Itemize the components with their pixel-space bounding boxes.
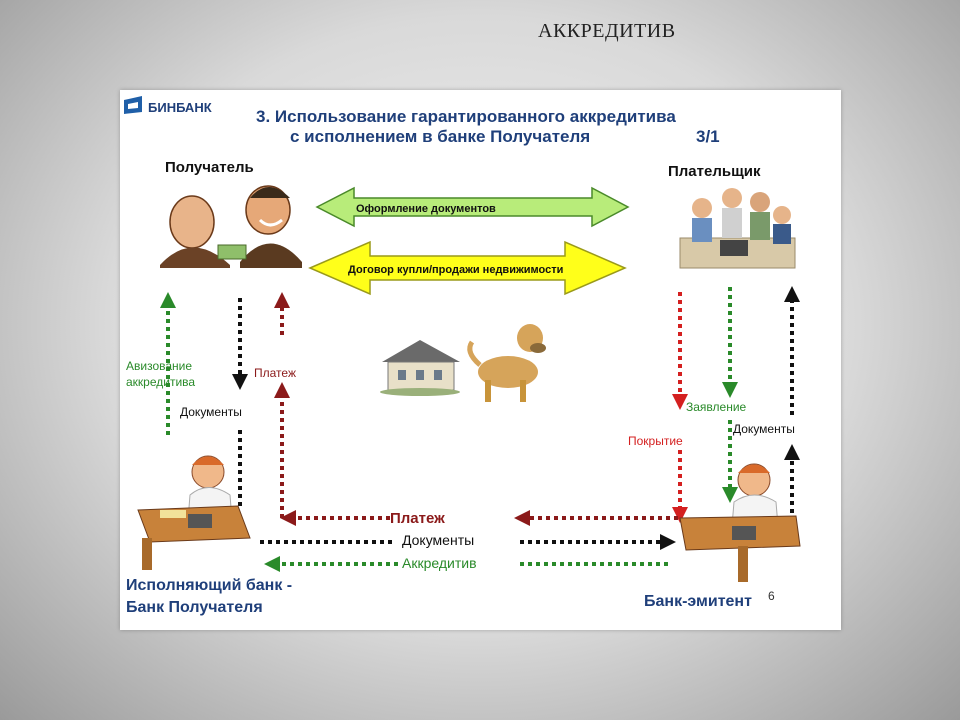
- slide-heading-line1: 3. Использование гарантированного аккред…: [256, 107, 676, 126]
- slide-heading-line2: с исполнением в банке Получателя: [290, 127, 590, 146]
- arrow-contract-label: Договор купли/продажи недвижимости: [348, 264, 563, 276]
- receiver-people-illustration: [160, 185, 302, 268]
- left-bank-label-line1: Исполняющий банк -: [126, 577, 292, 594]
- label-middle-akkreditiv: Аккредитив: [402, 555, 477, 571]
- label-left-platezh: Платеж: [254, 366, 296, 380]
- slide-heading-number: 3/1: [696, 127, 720, 146]
- page-number: 6: [768, 589, 775, 603]
- logo-icon: [124, 96, 142, 114]
- label-right-dokumenty: Документы: [733, 422, 795, 436]
- slide: БИНБАНК 3. Использование гарантированног…: [120, 90, 841, 630]
- left-bank-clerk-illustration: [137, 455, 251, 570]
- label-pokrytie: Покрытие: [628, 434, 683, 448]
- logo-text: БИНБАНК: [148, 100, 212, 115]
- page-title: АККРЕДИТИВ: [538, 20, 676, 42]
- left-bank-label-line2: Банк Получателя: [126, 599, 263, 616]
- payer-people-illustration: [679, 188, 796, 269]
- payer-label: Плательщик: [668, 163, 761, 180]
- right-bank-label: Банк-эмитент: [644, 593, 752, 610]
- label-middle-platezh: Платеж: [390, 510, 445, 527]
- arrow-documents-label: Оформление документов: [356, 203, 496, 215]
- house-dog-illustration: [380, 324, 546, 402]
- label-middle-dokumenty: Документы: [402, 532, 474, 548]
- arrow-sale-contract: Договор купли/продажи недвижимости: [308, 240, 627, 296]
- label-avizovanie-line2: аккредитива: [126, 375, 195, 389]
- label-left-dokumenty: Документы: [180, 405, 242, 419]
- receiver-label: Получатель: [165, 159, 254, 176]
- right-bank-clerk-illustration: [679, 463, 801, 582]
- binbank-logo: БИНБАНК: [124, 96, 212, 115]
- label-avizovanie-line1: Авизование: [126, 359, 192, 373]
- arrow-documents-preparation: Оформление документов: [315, 186, 630, 228]
- label-zayavlenie: Заявление: [686, 400, 747, 414]
